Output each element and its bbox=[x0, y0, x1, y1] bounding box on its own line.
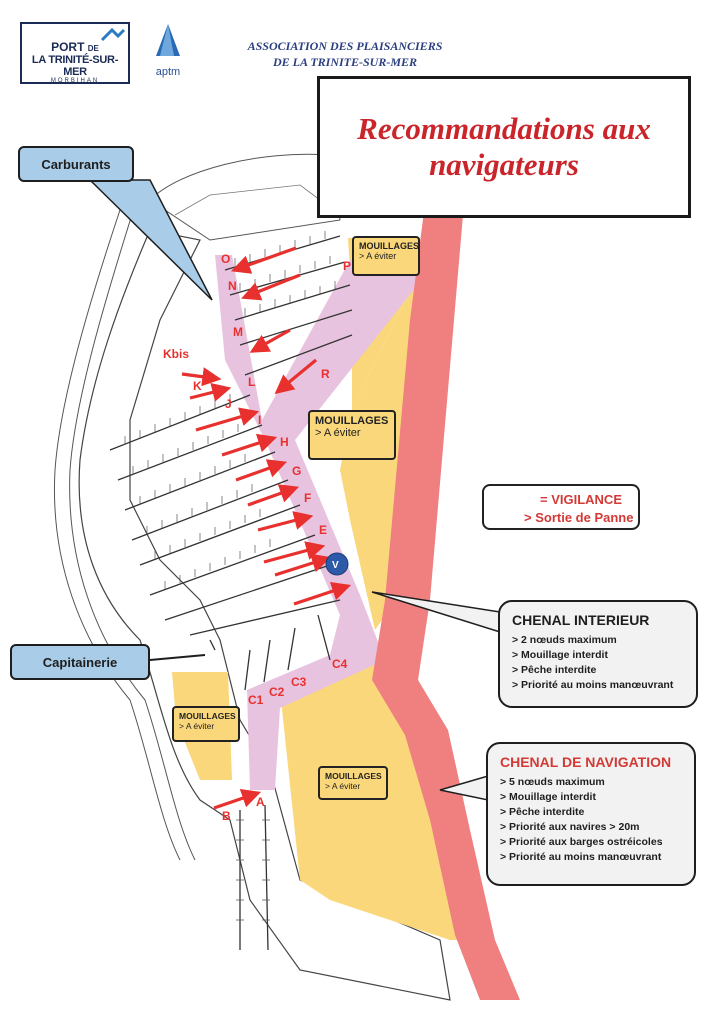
pontoon-label: L bbox=[248, 375, 255, 389]
vigilance-arrow-icon bbox=[181, 367, 222, 387]
vigilance-arrow-icon bbox=[247, 484, 300, 507]
pontoon-label: R bbox=[321, 367, 330, 381]
mooring-zone-south bbox=[280, 660, 470, 940]
quay-top bbox=[149, 153, 341, 241]
mooring-label-west: MOUILLAGES > A éviter bbox=[172, 706, 240, 742]
pontoon-label: J bbox=[225, 397, 232, 411]
vigilance-arrow-icon bbox=[274, 553, 332, 577]
pontoon-label: C3 bbox=[291, 675, 307, 689]
mooring-label-north: MOUILLAGES > A éviter bbox=[352, 236, 420, 276]
legend-line1: = VIGILANCE bbox=[540, 492, 622, 507]
navigation-channel-rule: > Pêche interdite bbox=[500, 806, 585, 818]
pontoon-label: F bbox=[304, 491, 311, 505]
pontoon-label: C4 bbox=[332, 657, 348, 671]
mooring-note: > A éviter bbox=[359, 251, 397, 261]
page-title: Recommandations aux navigateurs bbox=[357, 111, 651, 182]
pontoon-label: P bbox=[343, 259, 351, 273]
pontoon-label: A bbox=[256, 795, 265, 809]
vigilance-arrow-icon bbox=[293, 581, 352, 606]
pontoon-label: K bbox=[193, 379, 202, 393]
vigilance-arrow-icon bbox=[249, 328, 291, 353]
inner-channel-band bbox=[215, 255, 420, 790]
pontoon-label: O bbox=[221, 252, 230, 266]
navigation-channel-rule: > Priorité au moins manœuvrant bbox=[500, 851, 662, 863]
legend-box: = VIGILANCE > Sortie de Panne bbox=[482, 484, 640, 530]
pontoon-label: Kbis bbox=[163, 347, 189, 361]
vigilance-arrow-icon bbox=[189, 383, 232, 402]
pontoon-label: E bbox=[319, 523, 327, 537]
mooring-label-east: MOUILLAGES > A éviter bbox=[308, 410, 396, 460]
harbour-office-label: Capitainerie bbox=[42, 654, 118, 670]
inner-channel-rule: > Mouillage interdit bbox=[512, 649, 608, 661]
legend-line2: > Sortie de Panne bbox=[524, 510, 634, 525]
vigilance-arrows bbox=[181, 246, 352, 810]
navigation-channel-rule: > 5 nœuds maximum bbox=[500, 776, 605, 788]
pontoon-label: M bbox=[233, 325, 243, 339]
inner-channel-title: CHENAL INTERIEUR bbox=[512, 612, 650, 628]
vigilance-arrow-icon bbox=[230, 246, 297, 274]
port-logo-line1: PORT DE bbox=[51, 40, 99, 54]
inner-channel-info: CHENAL INTERIEUR > 2 nœuds maximum > Mou… bbox=[498, 600, 698, 708]
inner-channel-rule: > Pêche interdite bbox=[512, 664, 597, 676]
association-line1: ASSOCIATION DES PLAISANCIERS bbox=[247, 39, 443, 53]
vigilance-arrow-icon bbox=[221, 433, 278, 457]
vigilance-arrow-icon bbox=[241, 273, 301, 301]
pontoon-label: B bbox=[222, 809, 231, 823]
vigilance-arrow-icon bbox=[263, 541, 326, 564]
buoy-v-icon bbox=[325, 552, 349, 576]
aptm-sail-icon bbox=[156, 24, 180, 56]
road-line-2 bbox=[69, 204, 196, 861]
navigation-channel-band bbox=[372, 180, 520, 1000]
quay-top-2 bbox=[174, 184, 321, 216]
port-logo-line2: LA TRINITÉ-SUR-MER bbox=[31, 54, 119, 78]
port-logo-line3: MORBIHAN bbox=[50, 78, 100, 84]
aptm-logo: aptm bbox=[146, 22, 190, 78]
harbour-office-callout: Capitainerie bbox=[10, 644, 150, 680]
navigation-channel-info: CHENAL DE NAVIGATION > 5 nœuds maximum >… bbox=[486, 742, 696, 886]
port-wave-icon bbox=[100, 28, 126, 42]
title-box: Recommandations aux navigateurs bbox=[317, 76, 691, 218]
mooring-label-south: MOUILLAGES > A éviter bbox=[318, 766, 388, 800]
pontoon-label: C2 bbox=[269, 685, 285, 699]
mooring-note: > A éviter bbox=[179, 721, 215, 731]
fuel-callout: Carburants bbox=[18, 146, 134, 182]
vigilance-arrow-icon bbox=[235, 459, 288, 482]
mooring-title: MOUILLAGES bbox=[179, 711, 236, 721]
aptm-label: aptm bbox=[155, 66, 181, 78]
mooring-title: MOUILLAGES bbox=[325, 771, 382, 781]
pontoon-label: N bbox=[228, 279, 237, 293]
road-line bbox=[53, 209, 181, 861]
association-line2: DE LA TRINITE-SUR-MER bbox=[272, 55, 418, 69]
pontoon-label: C1 bbox=[248, 693, 264, 707]
navigation-channel-rule: > Priorité aux barges ostréicoles bbox=[500, 836, 663, 848]
port-logo: PORT DE LA TRINITÉ-SUR-MER MORBIHAN bbox=[20, 22, 130, 84]
association-name: ASSOCIATION DES PLAISANCIERS DE LA TRINI… bbox=[200, 38, 490, 70]
pontoon-label: H bbox=[280, 435, 289, 449]
pontoon-label: G bbox=[292, 464, 301, 478]
harbour-office-pointer bbox=[149, 654, 206, 661]
mooring-title: MOUILLAGES bbox=[315, 415, 389, 427]
navigation-channel-rule: > Mouillage interdit bbox=[500, 791, 596, 803]
vigilance-arrow-icon bbox=[274, 358, 318, 395]
vigilance-arrow-icon bbox=[195, 407, 260, 432]
berth-ticks bbox=[124, 231, 336, 921]
navigation-channel-rule: > Priorité aux navires > 20m bbox=[500, 821, 640, 833]
pontoon-label: I bbox=[258, 413, 261, 427]
fuel-label: Carburants bbox=[41, 156, 111, 172]
shore-land-outline bbox=[78, 229, 451, 1001]
navigation-channel-title: CHENAL DE NAVIGATION bbox=[500, 754, 672, 770]
pontoon-letters: O P N M R L Kbis K J I H G F E V C4 C3 C… bbox=[163, 252, 351, 823]
inner-channel-rule: > 2 nœuds maximum bbox=[512, 634, 617, 646]
vigilance-arrow-icon bbox=[257, 511, 314, 532]
mooring-note: > A éviter bbox=[315, 427, 361, 439]
mooring-note: > A éviter bbox=[325, 781, 361, 791]
vigilance-arrow-icon bbox=[213, 789, 262, 810]
pontoon-label: V bbox=[332, 560, 339, 571]
mooring-title: MOUILLAGES bbox=[359, 241, 419, 251]
inner-channel-rule: > Priorité au moins manœuvrant bbox=[512, 679, 674, 691]
